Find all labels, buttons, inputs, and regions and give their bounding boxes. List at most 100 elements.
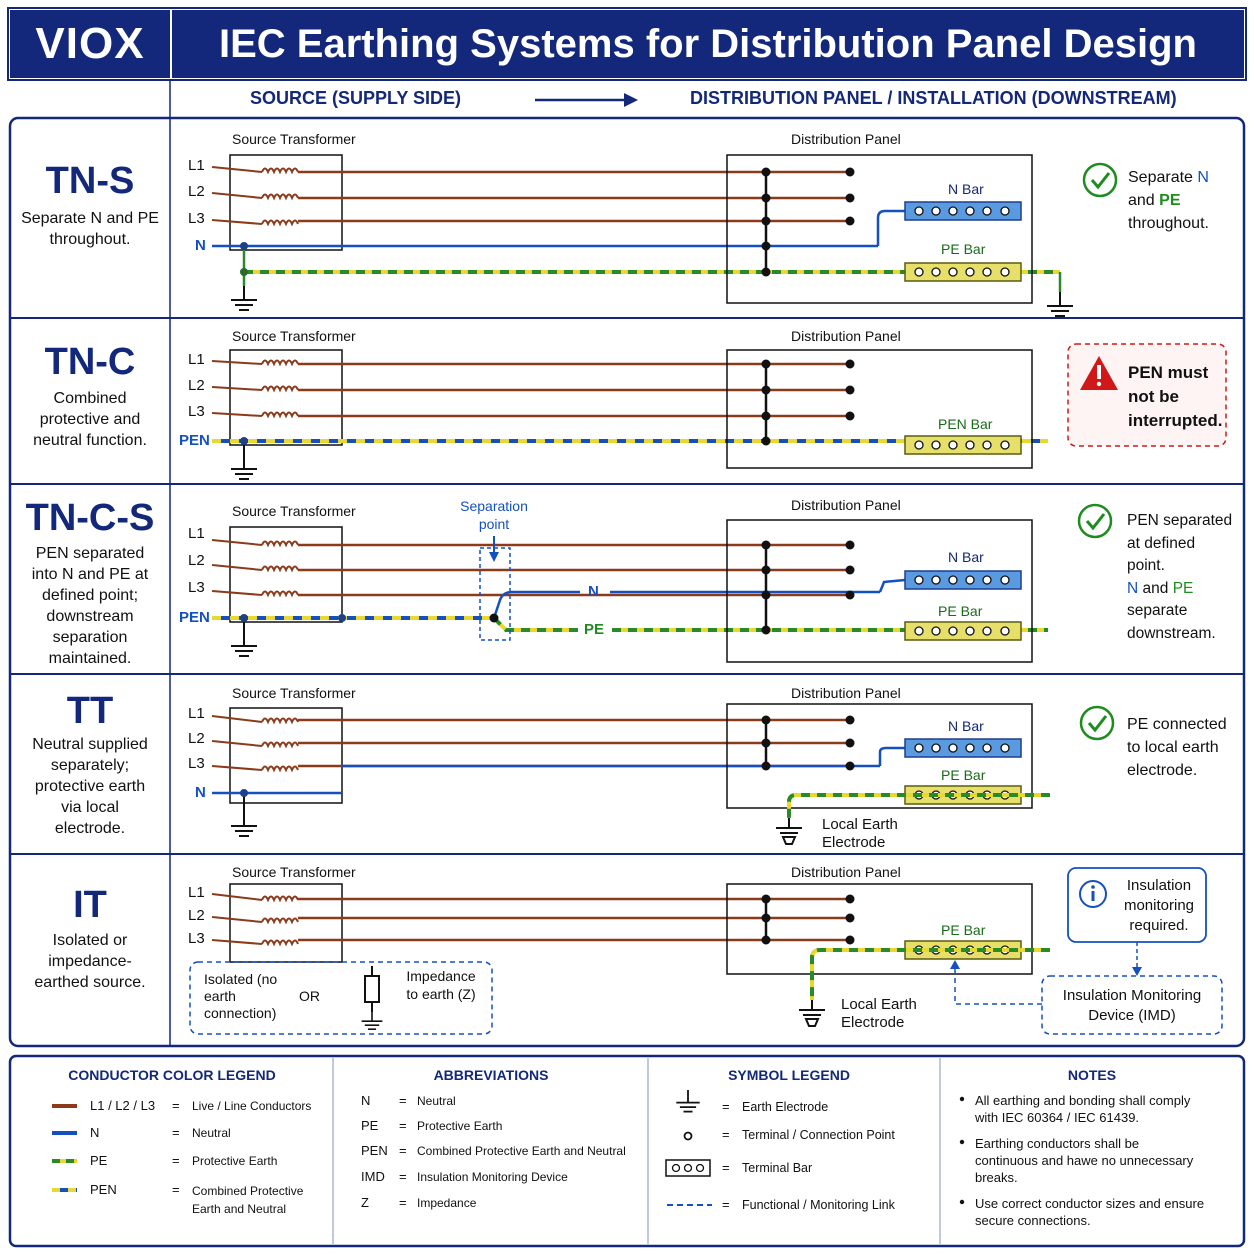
tns-l3-label: L3 [188, 210, 205, 227]
legend-n-key: N [90, 1125, 100, 1140]
abbr-imd-value: Insulation Monitoring Device [417, 1170, 568, 1184]
tns-pe-bar-label: PE Bar [941, 241, 986, 257]
tncs-title: TN-C-S [25, 497, 155, 539]
tncs-pe-bar-label: PE Bar [938, 603, 983, 619]
sym-earth-value: Earth Electrode [742, 1100, 829, 1114]
tt-pe-bar-label: PE Bar [941, 767, 986, 783]
tncs-l1-label: L1 [188, 525, 205, 542]
it-pe-bar-label: PE Bar [941, 922, 986, 938]
it-local-earth-label: Local Earth Electrode [841, 996, 917, 1031]
tns-note: Separate N and PE throughout. [1128, 169, 1209, 232]
sym-earth-eq: = [722, 1099, 730, 1114]
tncs-source-transformer-label: Source Transformer [232, 503, 356, 519]
tt-n-bar-label: N Bar [948, 718, 984, 734]
tnc-l2-label: L2 [188, 377, 205, 394]
abbr-pen-key: PEN [361, 1143, 388, 1158]
tncs-n-label: N [588, 583, 599, 600]
tt-note: PE connected to local earth electrode. [1127, 716, 1227, 779]
note-item: Use correct conductor sizes and ensure s… [975, 1196, 1205, 1228]
symbol-legend-title: SYMBOL LEGEND [728, 1067, 850, 1083]
tt-distribution-panel-label: Distribution Panel [791, 685, 901, 701]
tnc-pen-bar-label: PEN Bar [938, 416, 993, 432]
conductor-legend-title: CONDUCTOR COLOR LEGEND [68, 1067, 276, 1083]
tt-n-label: N [195, 784, 206, 801]
abbr-pen-value: Combined Protective Earth and Neutral [417, 1144, 626, 1158]
it-l1-label: L1 [188, 884, 205, 901]
legend-n-value: Neutral [192, 1126, 231, 1140]
tt-source-transformer-label: Source Transformer [232, 685, 356, 701]
it-l2-label: L2 [188, 907, 205, 924]
notes-title: NOTES [1067, 1067, 1117, 1083]
it-distribution-panel-label: Distribution Panel [791, 864, 901, 880]
it-source-transformer-label: Source Transformer [232, 864, 356, 880]
legend-live-value: Live / Line Conductors [192, 1099, 312, 1113]
sym-terminal-eq: = [722, 1127, 730, 1142]
it-l3-label: L3 [188, 930, 205, 947]
source-side-label: SOURCE (SUPPLY SIDE) [250, 88, 462, 108]
tnc-l3-label: L3 [188, 403, 205, 420]
legend-pen-key: PEN [90, 1182, 117, 1197]
tnc-source-transformer-label: Source Transformer [232, 328, 356, 344]
sym-link-eq: = [722, 1197, 730, 1212]
tncs-pe-label: PE [584, 621, 605, 638]
legend-pe-key: PE [90, 1153, 108, 1168]
abbr-n-key: N [361, 1093, 371, 1108]
tns-n-bar-label: N Bar [948, 181, 984, 197]
abbreviations-title: ABBREVIATIONS [433, 1067, 549, 1083]
page-title: IEC Earthing Systems for Distribution Pa… [172, 10, 1244, 78]
abbr-n-value: Neutral [417, 1094, 456, 1108]
imd-label: Insulation Monitoring Device (IMD) [1062, 987, 1202, 1024]
abbr-z-value: Impedance [417, 1196, 477, 1210]
abbr-n-eq: = [399, 1093, 407, 1108]
separation-point-label: Separation point [460, 498, 528, 532]
tncs-l3-label: L3 [188, 579, 205, 596]
tnc-pen-label: PEN [179, 432, 210, 449]
tncs-l2-label: L2 [188, 552, 205, 569]
sym-bar-eq: = [722, 1160, 730, 1175]
downstream-label: DISTRIBUTION PANEL / INSTALLATION (DOWNS… [690, 88, 1177, 108]
it-insulation-note: Insulation monitoring required. [1123, 877, 1195, 934]
legend-pen-value: Combined Protective Earth and Neutral [192, 1184, 304, 1216]
tns-distribution-panel-label: Distribution Panel [791, 131, 901, 147]
viox-logo: VIOX [10, 10, 170, 78]
tns-l2-label: L2 [188, 183, 205, 200]
legend-pe-eq: = [172, 1153, 180, 1168]
abbr-pe-eq: = [399, 1118, 407, 1133]
tnc-title: TN-C [44, 341, 136, 383]
tncs-distribution-panel-label: Distribution Panel [791, 497, 901, 513]
sym-link-value: Functional / Monitoring Link [742, 1198, 895, 1212]
tt-local-earth-label: Local Earth Electrode [822, 816, 898, 851]
abbr-imd-key: IMD [361, 1169, 385, 1184]
legend-n-eq: = [172, 1125, 180, 1140]
tncs-pen-label: PEN [179, 609, 210, 626]
tnc-distribution-panel-label: Distribution Panel [791, 328, 901, 344]
tncs-description: PEN separated into N and PE at defined p… [31, 545, 149, 667]
abbr-pen-eq: = [399, 1143, 407, 1158]
tt-l1-label: L1 [188, 705, 205, 722]
tncs-note: PEN separated at defined point.N and PE … [1127, 512, 1233, 642]
legend-live-eq: = [172, 1098, 180, 1113]
note-item: Earthing conductors shall be continuous … [975, 1136, 1194, 1185]
tns-description: Separate N and PE throughout. [21, 210, 159, 248]
it-title: IT [73, 884, 107, 926]
abbr-pe-value: Protective Earth [417, 1119, 503, 1133]
tns-source-transformer-label: Source Transformer [232, 131, 356, 147]
tncs-n-bar-label: N Bar [948, 549, 984, 565]
abbr-z-key: Z [361, 1195, 369, 1210]
note-item: All earthing and bonding shall comply wi… [975, 1093, 1191, 1125]
legend-live-key: L1 / L2 / L3 [90, 1098, 156, 1113]
tns-l1-label: L1 [188, 157, 205, 174]
tt-l3-label: L3 [188, 755, 205, 772]
tns-title: TN-S [45, 160, 135, 202]
it-description: Isolated or impedance-earthed source. [34, 932, 146, 991]
abbr-pe-key: PE [361, 1118, 379, 1133]
tns-n-label: N [195, 237, 206, 254]
abbr-imd-eq: = [399, 1169, 407, 1184]
isolated-label: Isolated (no earth connection) [204, 971, 278, 1021]
abbr-z-eq: = [399, 1195, 407, 1210]
impedance-label: Impedance to earth (Z) [406, 968, 476, 1002]
tnc-l1-label: L1 [188, 351, 205, 368]
sym-bar-value: Terminal Bar [742, 1161, 813, 1175]
sym-terminal-value: Terminal / Connection Point [742, 1128, 895, 1142]
